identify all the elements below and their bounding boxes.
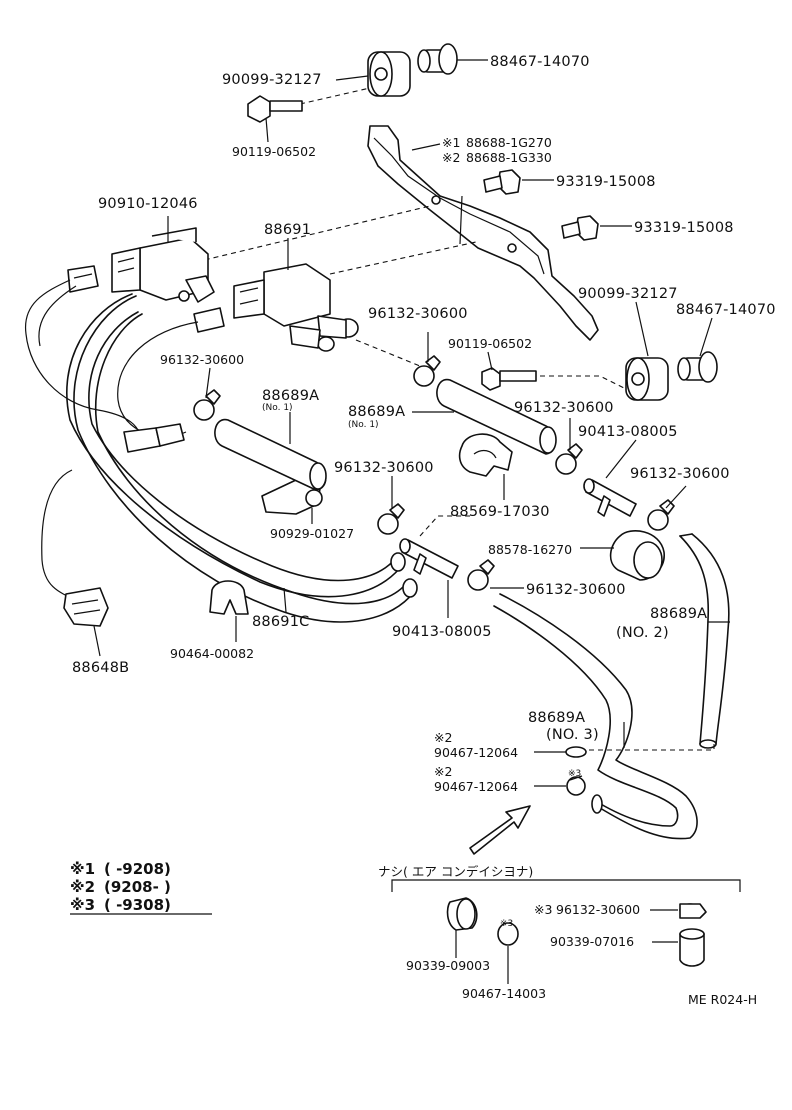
label-clip: 88569-17030 [450, 504, 550, 520]
connector-left [67, 265, 99, 293]
label-bolt-mid: 90119-06502 [448, 336, 532, 351]
label-bracket-2: 88688-1G330 [466, 150, 552, 165]
label-hose-a-mid: 88689A [348, 404, 405, 420]
hose-a-left [214, 418, 327, 491]
grommet-top [367, 51, 411, 97]
label-vsv-left: 90910-12046 [98, 196, 198, 212]
label-no-ac-title: ナシ( エア コンデイシヨナ) [378, 864, 533, 879]
arrow [469, 805, 531, 855]
label-ref: ME R024-H [688, 992, 757, 1007]
label-hose-main: 88691C [252, 614, 309, 630]
clamp-box [679, 903, 707, 919]
legend-range-1: ( -9208) [104, 860, 171, 878]
legend-mark-2: ※2 [70, 878, 95, 896]
plug-box [446, 897, 478, 931]
pipe-right [583, 478, 637, 517]
label-clamp-right2: 96132-30600 [630, 466, 730, 482]
hose-no2 [679, 533, 730, 749]
collar-top [417, 43, 458, 75]
label-bolt-a: 93319-15008 [556, 174, 656, 190]
legend: ※1 ( -9208) ※2 (9208- ) ※3 ( -9308) [70, 860, 212, 915]
legend-range-2: (9208- ) [104, 878, 171, 896]
cap-box [679, 928, 705, 967]
label-hose-no2: 88689A [650, 606, 707, 622]
legend-range-3: ( -9308) [104, 896, 171, 914]
label-clamp-box-mark: ※3 [534, 902, 552, 917]
collar-right [677, 351, 718, 383]
label-plug-1-mark: ※2 [434, 730, 452, 745]
clamp-center [377, 503, 405, 535]
clip-lower [209, 580, 249, 615]
vsv-mid [233, 263, 359, 352]
legend-mark-3: ※3 [70, 896, 95, 914]
clip-box [497, 922, 519, 946]
label-harness: 88648B [72, 660, 129, 676]
label-grommet-right: 90099-32127 [578, 286, 678, 302]
label-plug-box: 90339-09003 [406, 958, 490, 973]
label-pipe-right: 90413-08005 [578, 424, 678, 440]
label-bracket-1-mark: ※1 [442, 135, 460, 150]
legend-mark-1: ※1 [70, 860, 95, 878]
hose-no3 [493, 593, 698, 840]
clamp-lower [467, 559, 495, 591]
label-clamp-left: 96132-30600 [160, 352, 244, 367]
label-tiny-mark-b: ※3 [568, 769, 581, 779]
label-clamp-box: 96132-30600 [556, 902, 640, 917]
label-hose-no3-no: (NO. 3) [546, 727, 599, 743]
hose-a-mid [436, 378, 557, 455]
label-tiny-mark-a: ※3 [500, 919, 513, 929]
bolt-b [561, 215, 599, 241]
label-cap-box: 90339-07016 [550, 934, 634, 949]
label-collar-top: 88467-14070 [490, 54, 590, 70]
wiring-harness [24, 279, 199, 627]
label-bracket-2-mark: ※2 [442, 150, 460, 165]
pipe-lower [399, 538, 459, 579]
vsv-left [111, 227, 215, 303]
label-clamp-center: 96132-30600 [334, 460, 434, 476]
label-hose-a-mid-no: (No. 1) [348, 420, 379, 430]
label-vsv-mid: 88691 [264, 222, 311, 238]
hose-main [66, 293, 418, 623]
plug-2 [566, 775, 586, 796]
label-plug-2-mark: ※2 [434, 764, 452, 779]
clamp-right2 [647, 499, 675, 531]
bolt-a [483, 169, 521, 195]
label-cap: 88578-16270 [488, 542, 572, 557]
label-bolt-top: 90119-06502 [232, 144, 316, 159]
label-pipe-lower: 90413-08005 [392, 624, 492, 640]
label-clip-box: 90467-14003 [462, 986, 546, 1001]
no-ac-bracket [391, 879, 741, 892]
plug-1 [565, 746, 587, 758]
label-plug-2: 90467-12064 [434, 779, 518, 794]
label-grommet-top: 90099-32127 [222, 72, 322, 88]
bolt-mid [481, 367, 537, 391]
clamp-mid [555, 443, 583, 475]
label-clip-lower: 90464-00082 [170, 646, 254, 661]
bolt-top [247, 95, 303, 123]
label-hose-a-left: 88689A [262, 388, 319, 404]
label-hose-a-left-no: (No. 1) [262, 403, 293, 413]
label-clamp-bottom-left: 90929-01027 [270, 526, 354, 541]
label-clamp-lower: 96132-30600 [526, 582, 626, 598]
clip [458, 433, 513, 477]
label-bracket-1: 88688-1G270 [466, 135, 552, 150]
label-bolt-b: 93319-15008 [634, 220, 734, 236]
connector-mid [193, 307, 225, 333]
bracket [367, 125, 599, 341]
label-hose-no3: 88689A [528, 710, 585, 726]
label-clamp-1: 96132-30600 [368, 306, 468, 322]
label-hose-no2-no: (NO. 2) [616, 625, 669, 641]
cap [609, 530, 665, 581]
label-clamp-mid: 96132-30600 [514, 400, 614, 416]
label-plug-1: 90467-12064 [434, 745, 518, 760]
grommet-right [625, 357, 669, 401]
label-collar-right: 88467-14070 [676, 302, 776, 318]
clamp-left [193, 389, 221, 421]
clamp-1 [413, 355, 441, 387]
